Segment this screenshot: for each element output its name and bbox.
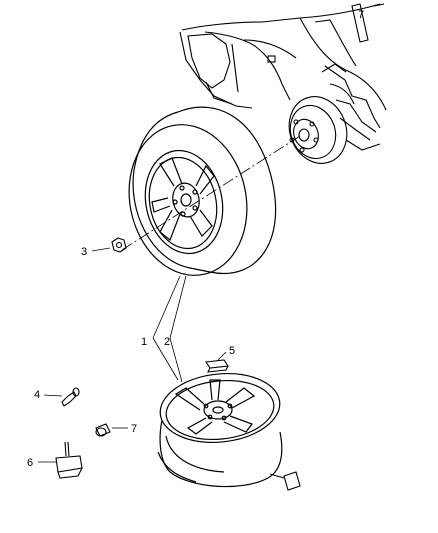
wheel-exploded — [157, 373, 283, 488]
corner-mark: 7 — [358, 9, 364, 21]
callout-2: 2 — [164, 336, 170, 348]
callout-6: 6 — [27, 457, 33, 469]
vehicle-fender — [179, 3, 387, 111]
balance-weight — [205, 359, 229, 373]
callout-1: 1 — [141, 336, 147, 348]
callout-7: 7 — [131, 423, 137, 435]
tpms-sensor — [55, 441, 83, 479]
wheel-and-tire-mounted — [128, 106, 277, 276]
wheel-axis-line — [121, 135, 301, 251]
clip-weight — [269, 471, 301, 491]
callout-4: 4 — [34, 389, 40, 401]
valve-stem — [61, 387, 80, 407]
brake-rotor-hub — [288, 63, 381, 164]
valve-cap — [95, 423, 111, 437]
lug-nut — [111, 237, 127, 253]
leader-lines — [38, 247, 227, 463]
callout-5: 5 — [229, 345, 235, 357]
callout-3: 3 — [81, 246, 87, 258]
